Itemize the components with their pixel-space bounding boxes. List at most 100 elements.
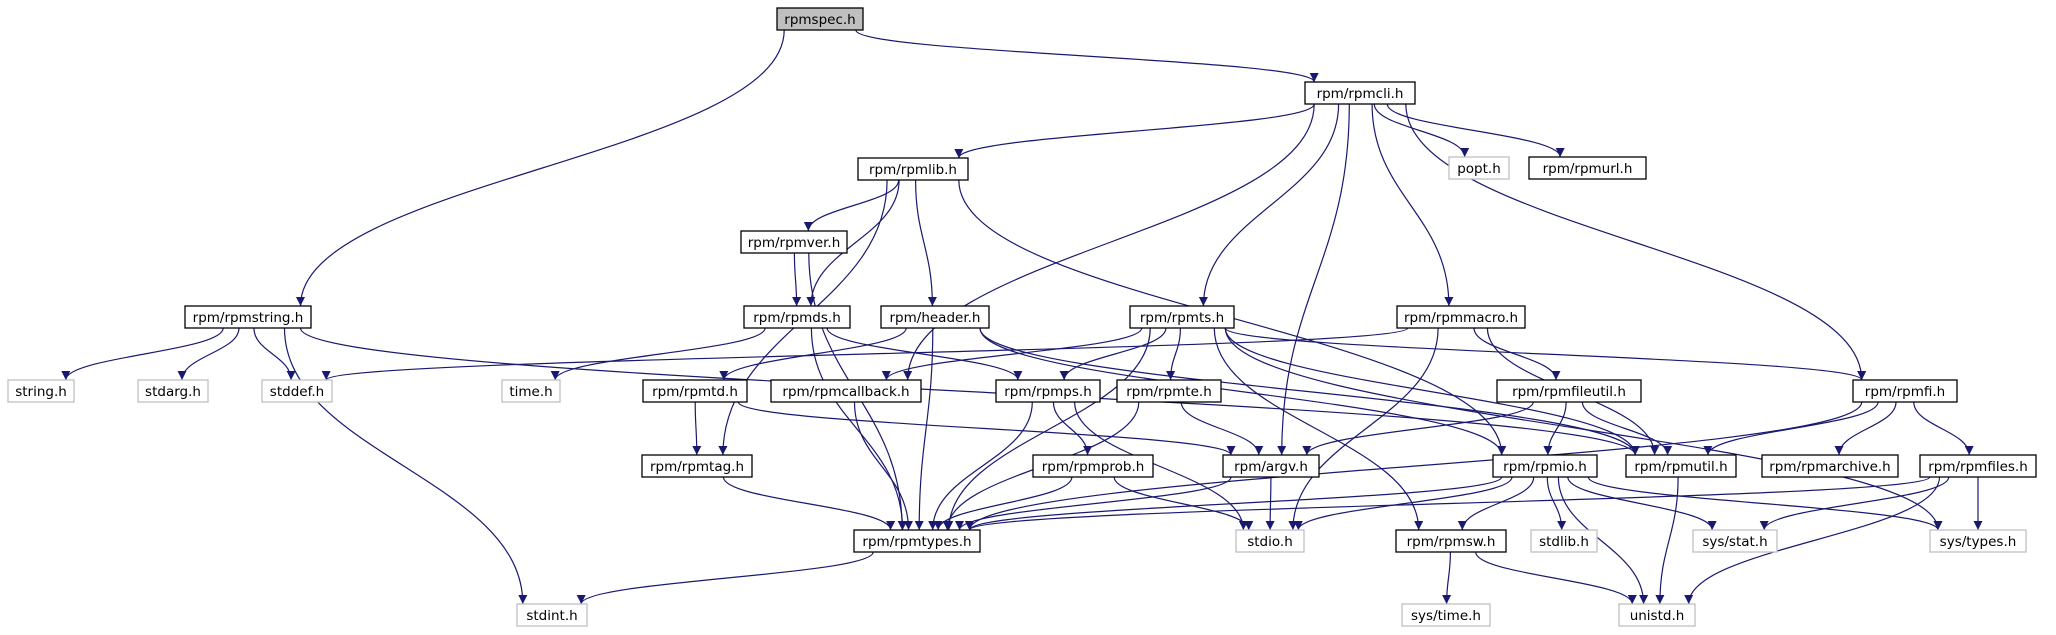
edge-rpmfi-h-to-rpmfiles-h: [1913, 401, 1974, 456]
node-stddef-h: stddef.h: [261, 379, 333, 403]
edge-rpmfiles-h-to-rpmtypes-h: [965, 476, 1931, 531]
edge-rpmfileutil-h-to-rpmutil-h: [1581, 401, 1673, 456]
edge-arrow: [928, 401, 1033, 531]
edge-arrow: [855, 29, 1319, 83]
node-box: [1919, 454, 2037, 478]
edge-arrow: [692, 401, 702, 456]
edge-arrow: [1913, 401, 1974, 456]
node-label: rpm/rpmfiles.h: [1928, 459, 2028, 475]
node-box: [1396, 305, 1526, 329]
node-label: rpm/rpmps.h: [1004, 384, 1092, 400]
node-label: rpm/rpmver.h: [748, 235, 841, 251]
node-box: [501, 379, 561, 403]
edge-rpmts-h-to-rpmte-h: [1166, 327, 1181, 381]
edge-arrow: [1288, 327, 1439, 531]
edge-rpmcli-h-to-rpmts-h: [1198, 103, 1340, 307]
node-rpmlib-h[interactable]: rpm/rpmlib.h: [857, 157, 969, 181]
node-rpmtag-h[interactable]: rpm/rpmtag.h: [641, 454, 753, 478]
edge-arrow: [1224, 327, 1866, 381]
node-rpmtypes-h[interactable]: rpm/rpmtypes.h: [853, 529, 981, 553]
edge-rpmfiles-h-to-unistd-h: [1684, 476, 1941, 605]
edge-rpmfiles-h-to-sys-stat-h: [1759, 476, 1950, 531]
node-box: [1304, 81, 1416, 105]
edge-rpmds-h-to-time-h: [550, 327, 766, 381]
edge-arrow: [944, 327, 1151, 531]
edge-arrow: [1405, 103, 1867, 381]
edge-rpmprob-h-to-stdio-h: [1113, 476, 1254, 531]
edge-arrow: [903, 103, 1315, 381]
node-label: rpm/rpmfi.h: [1865, 384, 1945, 400]
edge-arrow: [1581, 401, 1673, 456]
node-rpmmacro-h[interactable]: rpm/rpmmacro.h: [1396, 305, 1526, 329]
node-label: rpm/rpmte.h: [1126, 384, 1212, 400]
node-box: [7, 379, 75, 403]
node-rpmfiles-h[interactable]: rpm/rpmfiles.h: [1919, 454, 2037, 478]
edge-arrow: [299, 327, 1640, 456]
edge-arrow: [1684, 476, 1941, 605]
edge-arrow: [576, 551, 874, 605]
node-rpmver-h[interactable]: rpm/rpmver.h: [740, 230, 848, 254]
edge-rpmmacro-h-to-rpmfileutil-h: [1473, 327, 1561, 381]
node-rpmcallback-h[interactable]: rpm/rpmcallback.h: [770, 379, 922, 403]
edge-arrow: [1113, 476, 1254, 531]
edge-rpmcli-h-to-rpmfi-h: [1405, 103, 1867, 381]
node-box: [137, 379, 209, 403]
node-label: rpm/rpmtag.h: [650, 459, 744, 475]
edge-arrow: [61, 327, 224, 381]
node-stdarg-h: stdarg.h: [137, 379, 209, 403]
node-stdlib-h: stdlib.h: [1530, 529, 1598, 553]
node-label: rpm/rpmtypes.h: [862, 534, 971, 550]
edge-arrow: [803, 179, 900, 232]
node-rpmts-h[interactable]: rpm/rpmts.h: [1129, 305, 1235, 329]
node-label: rpm/rpmmacro.h: [1404, 310, 1518, 326]
node-box: [1692, 529, 1778, 553]
node-box: [1395, 529, 1507, 553]
edge-rpmcli-h-to-rpmmacro-h: [1371, 103, 1454, 307]
node-rpmtd-h[interactable]: rpm/rpmtd.h: [642, 379, 748, 403]
edge-rpmcallback-h-to-rpmtypes-h: [853, 401, 913, 531]
edge-rpmio-h-to-rpmsw-h: [1457, 476, 1535, 531]
edge-arrow: [954, 103, 1315, 159]
edge-rpmcli-h-to-popt-h: [1373, 103, 1470, 158]
node-rpmps-h[interactable]: rpm/rpmps.h: [995, 379, 1101, 403]
node-rpmstring-h[interactable]: rpm/rpmstring.h: [184, 305, 312, 329]
edge-arrow: [1371, 103, 1454, 307]
node-rpmspec-h[interactable]: rpmspec.h: [776, 7, 864, 31]
node-popt-h: popt.h: [1448, 156, 1510, 180]
edge-rpmfi-h-to-rpmtypes-h: [965, 401, 1863, 531]
node-rpmarchive-h[interactable]: rpm/rpmarchive.h: [1761, 454, 1899, 478]
node-box: [770, 379, 922, 403]
node-label: rpm/rpmcli.h: [1317, 86, 1404, 102]
edge-arrow: [253, 327, 296, 381]
node-rpmte-h[interactable]: rpm/rpmte.h: [1116, 379, 1222, 403]
edge-rpmds-h-to-rpmtypes-h: [810, 327, 908, 531]
node-rpmutil-h[interactable]: rpm/rpmutil.h: [1625, 454, 1737, 478]
edge-rpmts-h-to-rpmfi-h: [1224, 327, 1866, 381]
node-label: rpm/rpmprob.h: [1042, 459, 1145, 475]
node-rpmds-h[interactable]: rpm/rpmds.h: [743, 305, 851, 329]
edge-rpmstring-h-to-rpmutil-h: [299, 327, 1640, 456]
edge-rpmio-h-to-rpmtypes-h: [965, 476, 1503, 531]
node-rpmfi-h[interactable]: rpm/rpmfi.h: [1852, 379, 1958, 403]
edge-rpmds-h-to-rpmps-h: [826, 327, 1023, 381]
edge-rpmte-h-to-argv-h: [1180, 401, 1264, 456]
node-header-h[interactable]: rpm/header.h: [880, 305, 990, 329]
edge-arrow: [1546, 476, 1567, 531]
node-rpmurl-h[interactable]: rpm/rpmurl.h: [1528, 156, 1647, 180]
edge-arrow: [1302, 401, 1534, 456]
edge-rpmstring-h-to-stdarg-h: [177, 327, 240, 381]
edge-arrow: [1834, 401, 1897, 456]
node-rpmfileutil-h[interactable]: rpm/rpmfileutil.h: [1496, 379, 1642, 403]
node-rpmcli-h[interactable]: rpm/rpmcli.h: [1304, 81, 1416, 105]
node-sys-types-h: sys/types.h: [1929, 529, 2027, 553]
node-rpmprob-h[interactable]: rpm/rpmprob.h: [1032, 454, 1154, 478]
edge-arrow: [792, 252, 802, 307]
edge-rpmsw-h-to-sys-time-h: [1442, 551, 1452, 605]
node-argv-h[interactable]: rpm/argv.h: [1222, 454, 1320, 478]
node-label: rpm/header.h: [890, 310, 981, 326]
node-rpmsw-h[interactable]: rpm/rpmsw.h: [1395, 529, 1507, 553]
node-rpmio-h[interactable]: rpm/rpmio.h: [1492, 454, 1598, 478]
node-box: [853, 529, 981, 553]
node-label: stdarg.h: [145, 384, 201, 400]
node-box: [1401, 603, 1491, 627]
